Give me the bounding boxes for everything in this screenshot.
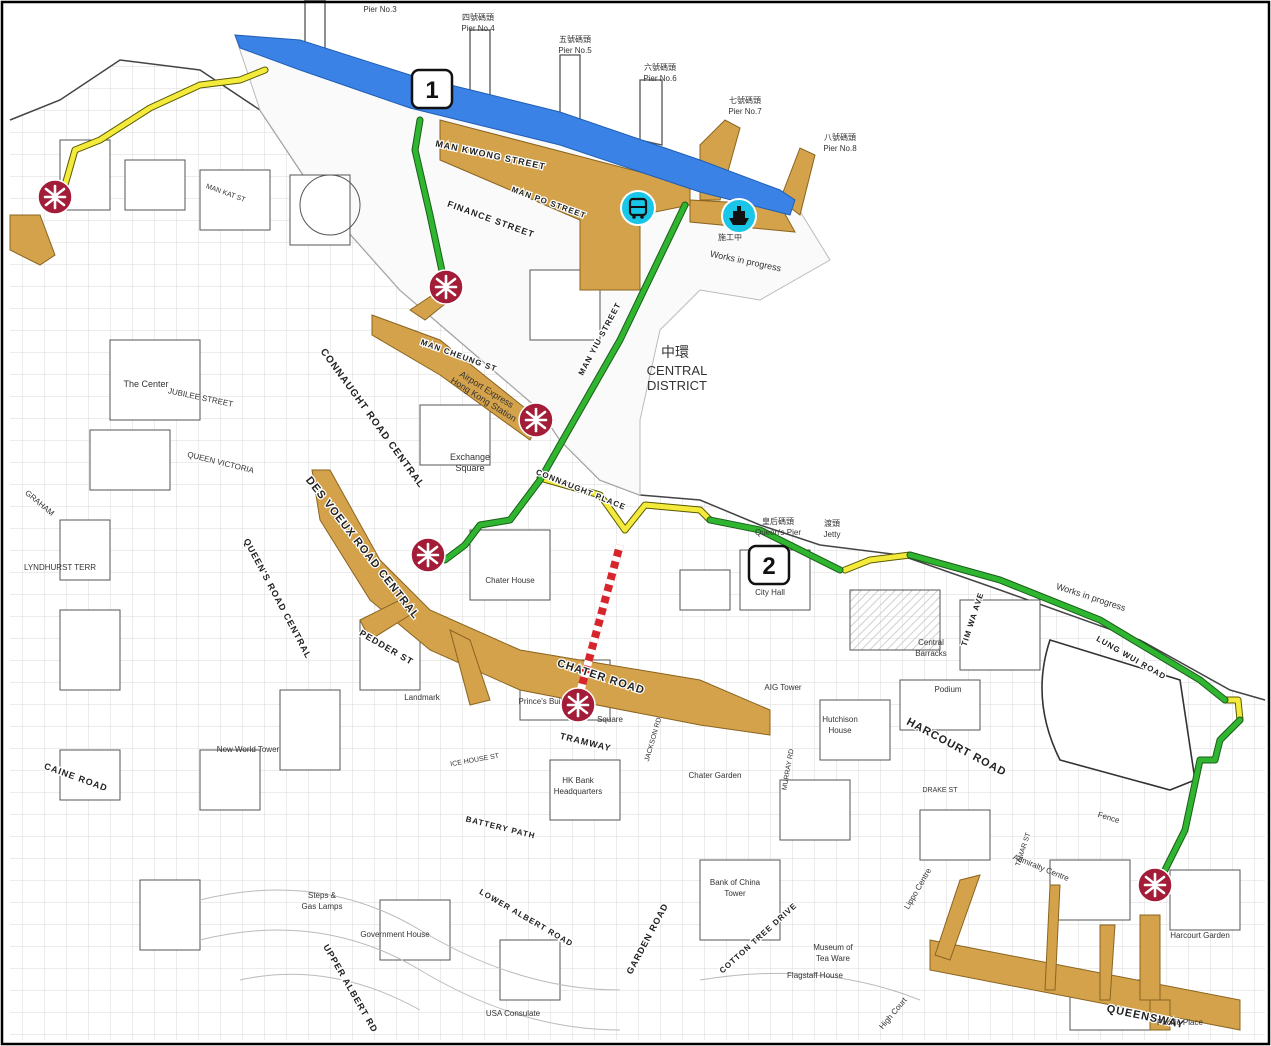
mtr-station-icon[interactable] <box>37 179 73 215</box>
label-piers-p3: Pier No.3 <box>363 5 397 14</box>
label-piers-p6-cn: 六號碼頭 <box>644 62 676 72</box>
label-piers-queens: Queen's Pier <box>755 528 801 537</box>
label-places-city-hall: City Hall <box>755 588 785 597</box>
label-places-harcourt-garden: Harcourt Garden <box>1170 931 1230 940</box>
label-piers-p8: Pier No.8 <box>823 144 857 153</box>
label-places-central-barracks-1: Central <box>918 638 944 647</box>
label-places-exchange-1: Exchange <box>450 452 490 462</box>
label-places-exchange-2: Square <box>455 463 484 473</box>
label-piers-p8-cn: 八號碼頭 <box>824 132 856 142</box>
label-places-chater-garden: Chater Garden <box>689 771 742 780</box>
label-places-steps-2: Gas Lamps <box>302 902 343 911</box>
marker-1-label: 1 <box>425 77 438 104</box>
label-district-en1: CENTRAL <box>647 363 708 378</box>
covered-walkways <box>9 119 1241 1031</box>
label-places-hutchison2: House <box>828 726 852 735</box>
label-places-hk-bank2: Headquarters <box>554 787 602 796</box>
mtr-station-icon[interactable] <box>410 537 446 573</box>
label-places-aig-tower: AIG Tower <box>764 683 802 692</box>
label-places-bank-of-china: Bank of China <box>710 878 761 887</box>
label-places-works-cn: 施工中 <box>718 232 742 242</box>
bus-icon[interactable] <box>620 190 656 226</box>
label-places-bank-of-china2: Tower <box>724 889 746 898</box>
label-piers-queens-cn: 皇后碼頭 <box>762 516 794 526</box>
ferry-icon[interactable] <box>721 198 757 234</box>
label-places-hutchison: Hutchison <box>822 715 858 724</box>
urban-area <box>10 60 1265 1040</box>
label-places-flagstaff: Flagstaff House <box>787 971 843 980</box>
label-places-central-barracks-2: Barracks <box>915 649 947 658</box>
label-roads-lyndhurst: LYNDHURST TERR <box>24 563 96 572</box>
label-places-princes: Prince's Building <box>519 697 578 706</box>
label-places-new-world: New World Tower <box>217 745 280 754</box>
label-piers-jetty: Jetty <box>824 530 841 539</box>
label-piers-p5-cn: 五號碼頭 <box>559 34 591 44</box>
hill-contours <box>199 889 921 1031</box>
label-places-chater-house: Chater House <box>485 576 535 585</box>
label-piers-p4: Pier No.4 <box>461 24 495 33</box>
label-piers-p7: Pier No.7 <box>728 107 762 116</box>
label-piers-p4-cn: 四號碼頭 <box>462 12 494 22</box>
label-places-landmark: Landmark <box>404 693 441 702</box>
label-piers-p5: Pier No.5 <box>558 46 592 55</box>
label-places-pacific-place: Pacific Place <box>1157 1018 1203 1027</box>
label-places-museum-2: Tea Ware <box>816 954 850 963</box>
mtr-station-icon[interactable] <box>560 687 596 723</box>
marker-2-label: 2 <box>762 553 775 580</box>
mtr-station-icon[interactable] <box>518 402 554 438</box>
mtr-station-icon[interactable] <box>428 269 464 305</box>
label-piers-p6: Pier No.6 <box>643 74 677 83</box>
label-places-the-center: The Center <box>123 379 168 389</box>
label-places-statue-sq: Square <box>597 715 623 724</box>
marker-1[interactable]: 1 <box>410 68 454 110</box>
label-places-usa-consulate: USA Consulate <box>486 1009 541 1018</box>
label-piers-p7-cn: 七號碼頭 <box>729 95 761 105</box>
label-places-hk-bank: HK Bank <box>562 776 595 785</box>
label-piers-jetty-cn: 渡頭 <box>824 518 840 528</box>
label-places-government-house: Government House <box>360 930 430 939</box>
mtr-station-icon[interactable] <box>1137 867 1173 903</box>
tamar-site <box>1041 639 1196 791</box>
label-places-podium: Podium <box>934 685 961 694</box>
label-district-cn: 中環 <box>661 345 689 361</box>
label-places-steps-1: Steps & <box>308 891 337 900</box>
label-roads-drake: DRAKE ST <box>922 787 958 794</box>
label-district-en2: DISTRICT <box>647 378 707 393</box>
marker-2[interactable]: 2 <box>747 544 791 586</box>
label-places-museum-1: Museum of <box>813 943 853 952</box>
